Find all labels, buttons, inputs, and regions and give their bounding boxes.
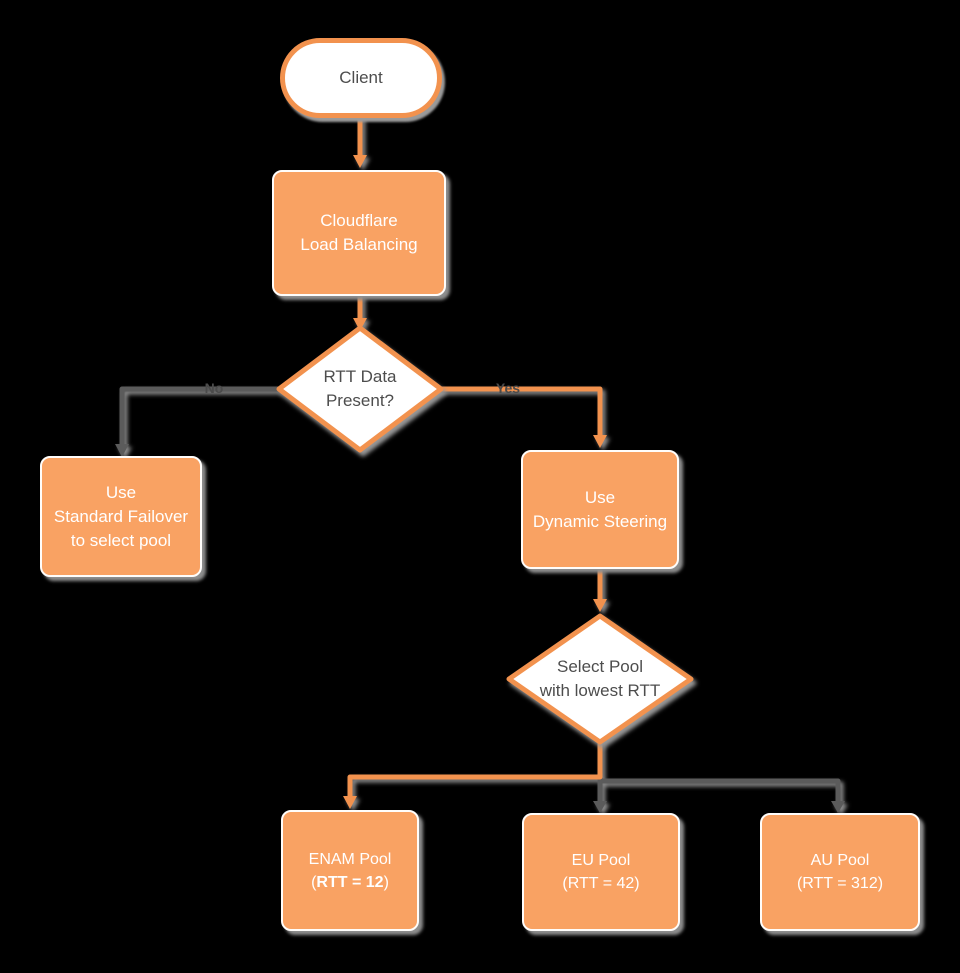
- eu-pool-label-line1: EU Pool: [571, 852, 631, 869]
- arrowhead-no-edge: [115, 444, 129, 457]
- rtt-decision-diamond-shape: [276, 325, 444, 453]
- enam-pool-label-line1: ENAM Pool: [308, 850, 392, 868]
- edge-rtt-decision-no: [119, 386, 280, 446]
- eu-pool-node: EU Pool (RTT = 42): [522, 813, 680, 931]
- select-pool-label-line2: with lowest RTT: [539, 681, 661, 700]
- select-pool-label: Select Pool with lowest RTT: [506, 613, 694, 745]
- standard-failover-label-line2: Standard Failover: [53, 506, 189, 526]
- rtt-decision-label-line1: RTT Data: [323, 367, 397, 386]
- edge-label-yes: Yes: [495, 380, 521, 396]
- eu-pool-label-line2: (RTT = 42): [562, 875, 640, 892]
- client-node: Client: [280, 38, 442, 118]
- load-balancing-node: Cloudflare Load Balancing: [272, 170, 446, 296]
- load-balancing-label-line2: Load Balancing: [300, 235, 418, 254]
- standard-failover-label-line3: to select pool: [70, 530, 172, 550]
- au-pool-node: AU Pool (RTT = 312): [760, 813, 920, 931]
- edge-select-pool-to-au: [600, 778, 841, 803]
- rtt-decision-label-line2: Present?: [325, 391, 395, 410]
- dynamic-steering-label-line1: Use: [584, 487, 616, 507]
- rtt-decision-node: RTT Data Present?: [276, 325, 444, 453]
- au-pool-label-line1: AU Pool: [810, 852, 870, 869]
- client-label: Client: [339, 68, 383, 87]
- edge-select-pool-to-enam: [347, 742, 603, 798]
- arrowhead-yes-edge: [593, 435, 607, 448]
- load-balancing-label-line1: Cloudflare: [320, 211, 398, 230]
- enam-rtt-close-paren: ): [383, 873, 389, 891]
- edge-label-no: No: [204, 380, 224, 396]
- select-pool-diamond-shape: [506, 613, 694, 745]
- arrowhead-au-edge: [831, 801, 845, 813]
- arrowhead-select-pool-edge: [593, 599, 607, 612]
- enam-rtt-value: RTT = 12: [316, 873, 384, 891]
- select-pool-node: Select Pool with lowest RTT: [506, 613, 694, 745]
- arrowhead-enam-edge: [343, 796, 357, 809]
- dynamic-steering-label-line2: Dynamic Steering: [532, 511, 668, 531]
- arrowhead-rtt-decision-edge: [353, 318, 367, 331]
- edge-rtt-decision-yes: [438, 386, 603, 437]
- enam-rtt-open-paren: (: [311, 873, 317, 891]
- dynamic-steering-node: Use Dynamic Steering: [521, 450, 679, 569]
- arrowhead-eu-edge: [593, 801, 607, 813]
- select-pool-label-line1: Select Pool: [557, 657, 643, 676]
- enam-pool-label-line2: (RTT = 12): [311, 871, 389, 894]
- standard-failover-label-line1: Use: [105, 482, 137, 502]
- enam-pool-node: ENAM Pool (RTT = 12): [281, 810, 419, 931]
- rtt-decision-label: RTT Data Present?: [276, 325, 444, 453]
- au-pool-label-line2: (RTT = 312): [796, 875, 884, 892]
- arrowhead-client-edge: [353, 155, 367, 168]
- standard-failover-node: Use Standard Failover to select pool: [40, 456, 202, 577]
